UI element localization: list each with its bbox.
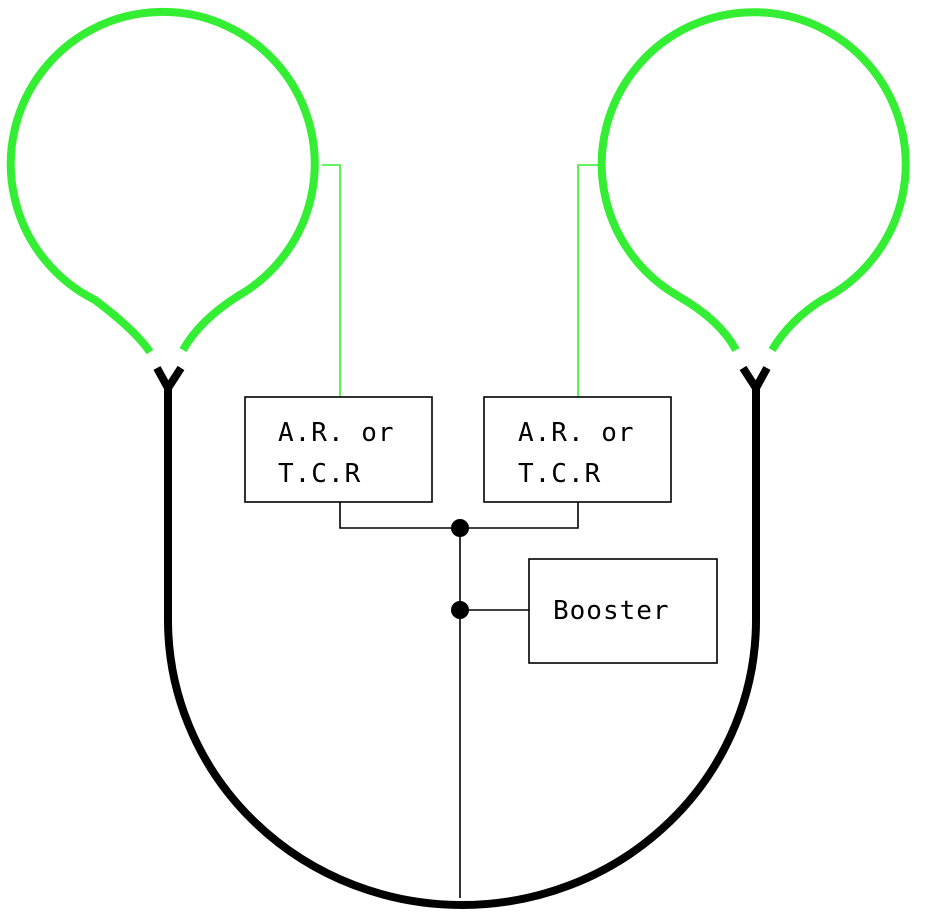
right-turnout-frog	[739, 365, 771, 396]
booster-label: Booster	[553, 596, 670, 626]
right-reverse-loop	[597, 8, 910, 353]
right-reverser-label-line1: A.R. or	[518, 418, 635, 448]
booster-junction-dot	[451, 601, 469, 619]
right-reverser-unit: A.R. or T.C.R	[483, 396, 672, 503]
booster-unit: Booster	[528, 558, 718, 664]
left-turnout-frog	[153, 365, 185, 396]
left-reverser-label-line1: A.R. or	[278, 418, 395, 448]
left-reverser-unit: A.R. or T.C.R	[244, 396, 433, 503]
left-reverse-loop	[6, 7, 319, 355]
left-loop-feeder-wire	[322, 164, 341, 397]
left-reverser-box	[244, 396, 433, 503]
booster-box	[528, 558, 718, 664]
main-track	[164, 385, 760, 909]
upper-junction-dot	[451, 519, 469, 537]
right-loop-feeder-wire	[577, 164, 600, 397]
left-reverser-label-line2: T.C.R	[278, 459, 361, 489]
right-reverser-box	[483, 396, 672, 503]
right-reverser-label-line2: T.C.R	[518, 459, 601, 489]
